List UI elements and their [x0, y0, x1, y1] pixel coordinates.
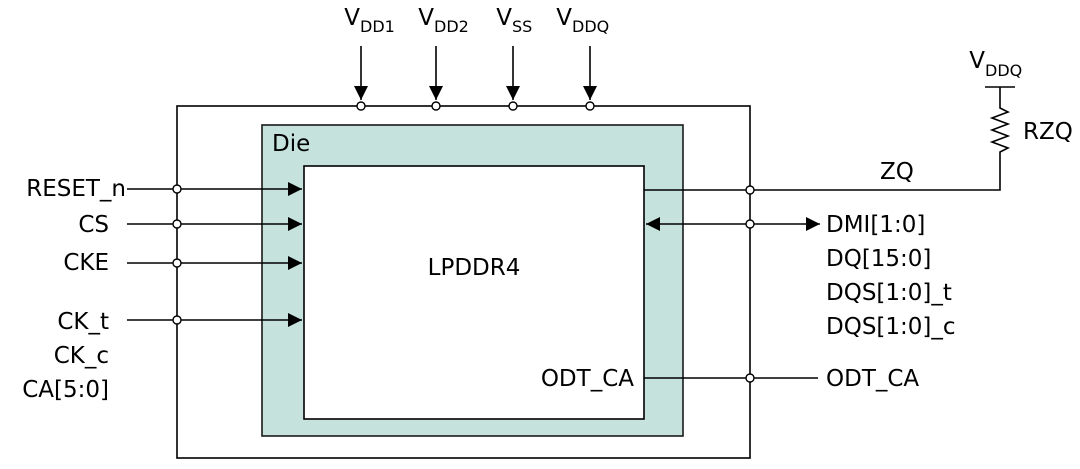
zq-pin	[745, 185, 755, 195]
external-vddq-supply: V DDQ	[969, 48, 1022, 88]
zq-label: ZQ	[880, 159, 914, 185]
input-ck-c-label: CK_c	[54, 343, 109, 369]
ext-vddq-symbol: V	[969, 48, 985, 74]
odt-ca-internal-label: ODT_CA	[541, 366, 634, 392]
supply-vdd2: V DD2	[418, 5, 469, 111]
data-pin-dmi: DMI[1:0]	[826, 212, 925, 238]
lpddr4-chip	[303, 165, 645, 420]
supply-vddq-symbol: V	[556, 5, 572, 31]
rzq-label: RZQ	[1023, 119, 1073, 145]
die-label: Die	[272, 131, 310, 157]
rzq-resistor: RZQ	[750, 87, 1073, 191]
supply-vss-symbol: V	[496, 5, 512, 31]
input-ck-t-label: CK_t	[57, 309, 109, 335]
odt-ca-line	[644, 373, 818, 383]
input-reset-n-label: RESET_n	[26, 176, 126, 202]
data-pin-dqs-c: DQS[1:0]_c	[826, 314, 956, 340]
supply-vdd1-subscript: DD1	[360, 17, 395, 36]
supply-vdd2-symbol: V	[418, 5, 434, 31]
data-bus	[646, 217, 820, 231]
package-outline	[176, 105, 751, 459]
supply-vddq: V DDQ	[556, 5, 609, 111]
odt-ca-external-label: ODT_CA	[826, 366, 919, 392]
data-pin-dq: DQ[15:0]	[826, 246, 931, 272]
chip-label: LPDDR4	[428, 255, 521, 281]
ext-vddq-subscript: DDQ	[985, 61, 1022, 80]
supply-vddq-subscript: DDQ	[572, 17, 609, 36]
supply-vss-subscript: SS	[512, 17, 532, 36]
data-pin-dqs-t: DQS[1:0]_t	[826, 280, 952, 306]
input-reset-n: RESET_n	[26, 176, 302, 202]
input-ck-group: CK_t CK_c CA[5:0]	[22, 309, 302, 403]
supply-vdd2-subscript: DD2	[434, 17, 469, 36]
input-cs-label: CS	[78, 212, 109, 238]
supply-vss: V SS	[496, 5, 532, 111]
supply-vdd1-symbol: V	[344, 5, 360, 31]
input-cs: CS	[78, 212, 302, 238]
input-cke: CKE	[63, 250, 302, 276]
input-ca-label: CA[5:0]	[22, 377, 109, 403]
input-cke-label: CKE	[63, 250, 109, 276]
supply-vdd1: V DD1	[344, 5, 395, 111]
